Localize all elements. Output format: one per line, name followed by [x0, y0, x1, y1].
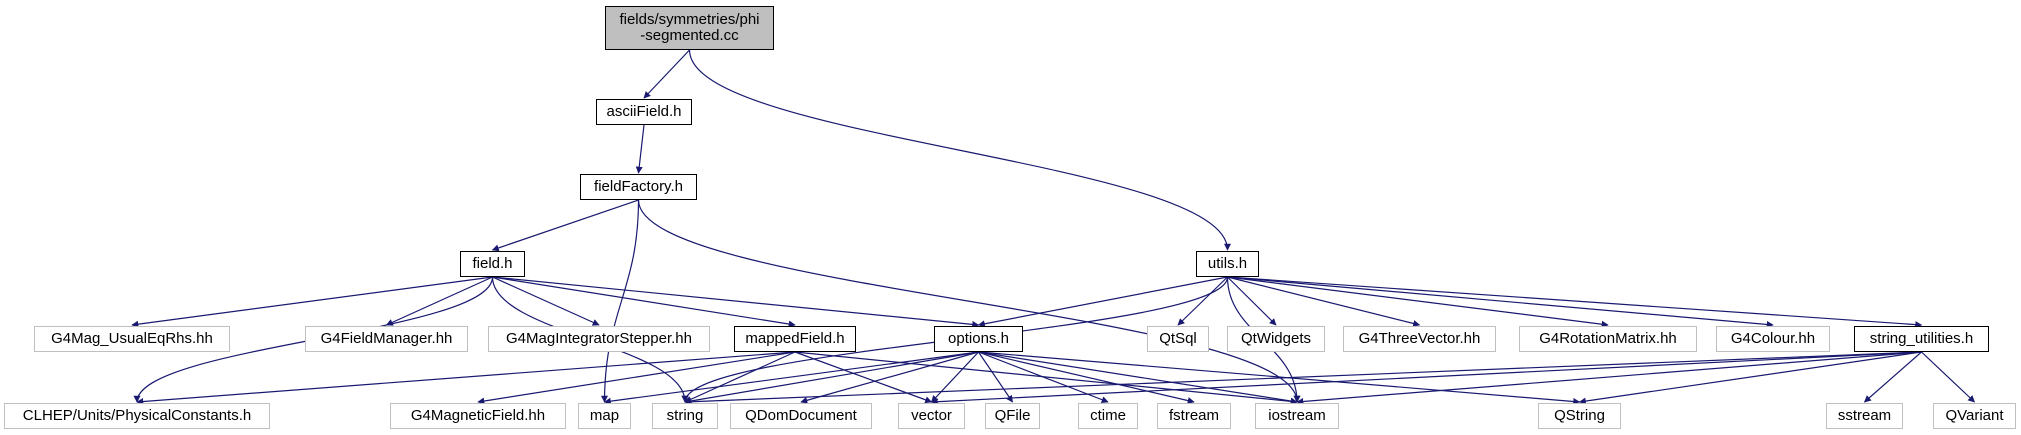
node-QVariant: QVariant	[1933, 403, 2016, 429]
edge-field-to-G4FieldManager	[385, 276, 493, 326]
edge-root-to-utils	[688, 49, 1231, 251]
edge-mappedField-to-string	[684, 351, 796, 403]
node-fieldFactory-h[interactable]: fieldFactory.h	[580, 174, 697, 200]
edge-asciiField-to-fieldFactory	[635, 124, 645, 174]
edge-options-to-iostream	[978, 351, 1298, 405]
node-G4ThreeVector-hh: G4ThreeVector.hh	[1343, 326, 1496, 352]
edge-root-to-asciiField	[643, 49, 690, 99]
edge-utils-to-QtWidgets	[1227, 276, 1277, 326]
edge-field-to-options	[492, 276, 980, 328]
node-vector: vector	[898, 403, 965, 429]
node-field-h[interactable]: field.h	[460, 251, 525, 277]
node-QDomDocument: QDomDocument	[730, 403, 872, 429]
edge-string_utilities-to-QVariant	[1921, 351, 1976, 403]
edge-field-to-G4MagIntegratorStepper	[492, 276, 600, 326]
node-mappedField-h[interactable]: mappedField.h	[734, 326, 856, 352]
edge-utils-to-G4ThreeVector	[1227, 276, 1421, 327]
node-G4MagneticField-hh: G4MagneticField.hh	[390, 403, 566, 429]
edge-field-to-mappedField	[492, 276, 796, 328]
node-ctime: ctime	[1078, 403, 1138, 429]
node-root-file: fields/symmetries/phi -segmented.cc	[605, 6, 774, 50]
node-CLHEP-PhysicalConstants-h: CLHEP/Units/PhysicalConstants.h	[4, 403, 270, 429]
edge-mappedField-to-iostream	[794, 351, 1298, 405]
edge-options-to-QDomDocument	[800, 351, 979, 404]
node-G4Mag-UsualEqRhs-hh: G4Mag_UsualEqRhs.hh	[34, 326, 230, 352]
node-G4Colour-hh: G4Colour.hh	[1716, 326, 1830, 352]
edge-string_utilities-to-vector	[930, 351, 1922, 406]
root-file-line1: fields/symmetries/phi	[619, 11, 760, 28]
node-map: map	[578, 403, 631, 429]
edge-options-to-QString	[978, 351, 1581, 405]
edge-utils-to-string_utilities	[1227, 276, 1923, 329]
edge-string_utilities-to-string	[684, 351, 1922, 406]
edge-options-to-vector	[931, 351, 979, 403]
edge-options-to-map	[603, 351, 979, 405]
edge-fieldFactory-to-iostream	[637, 199, 1301, 403]
edge-fieldFactory-to-field	[491, 199, 639, 252]
edge-string_utilities-to-QString	[1578, 351, 1922, 405]
node-sstream: sstream	[1826, 403, 1903, 429]
edge-options-to-QFile	[978, 351, 1013, 403]
edge-mappedField-to-vector	[794, 351, 933, 404]
edge-string_utilities-to-sstream	[1863, 351, 1922, 403]
edge-string_utilities-to-iostream	[1296, 351, 1922, 405]
node-utils-h[interactable]: utils.h	[1196, 251, 1259, 277]
edge-fieldFactory-to-map	[601, 199, 640, 403]
node-QtSql: QtSql	[1147, 326, 1209, 352]
node-QtWidgets: QtWidgets	[1227, 326, 1325, 352]
edge-utils-to-G4RotationMatrix	[1227, 276, 1609, 328]
edge-utils-to-options	[977, 276, 1228, 328]
node-QString: QString	[1538, 403, 1621, 429]
node-G4FieldManager-hh: G4FieldManager.hh	[305, 326, 468, 352]
node-fstream: fstream	[1157, 403, 1231, 429]
node-string-utilities-h[interactable]: string_utilities.h	[1854, 326, 1989, 352]
root-file-line2: -segmented.cc	[640, 27, 739, 44]
node-string: string	[652, 403, 718, 429]
node-options-h[interactable]: options.h	[934, 326, 1023, 352]
node-QFile: QFile	[985, 403, 1040, 429]
edge-field-to-G4Mag_UsualEqRhs	[131, 276, 493, 328]
node-asciiField-h[interactable]: asciiField.h	[596, 99, 692, 125]
edge-mappedField-to-G4MagneticField	[477, 351, 796, 405]
edge-options-to-string	[684, 351, 979, 405]
node-iostream: iostream	[1255, 403, 1339, 429]
edge-utils-to-QtSql	[1177, 276, 1228, 326]
edge-mappedField-to-CLHEP	[136, 351, 796, 406]
edge-options-to-fstream	[978, 351, 1195, 404]
edge-utils-to-G4Colour	[1227, 276, 1774, 328]
node-G4MagIntegratorStepper-hh: G4MagIntegratorStepper.hh	[488, 326, 710, 352]
node-G4RotationMatrix-hh: G4RotationMatrix.hh	[1519, 326, 1697, 352]
